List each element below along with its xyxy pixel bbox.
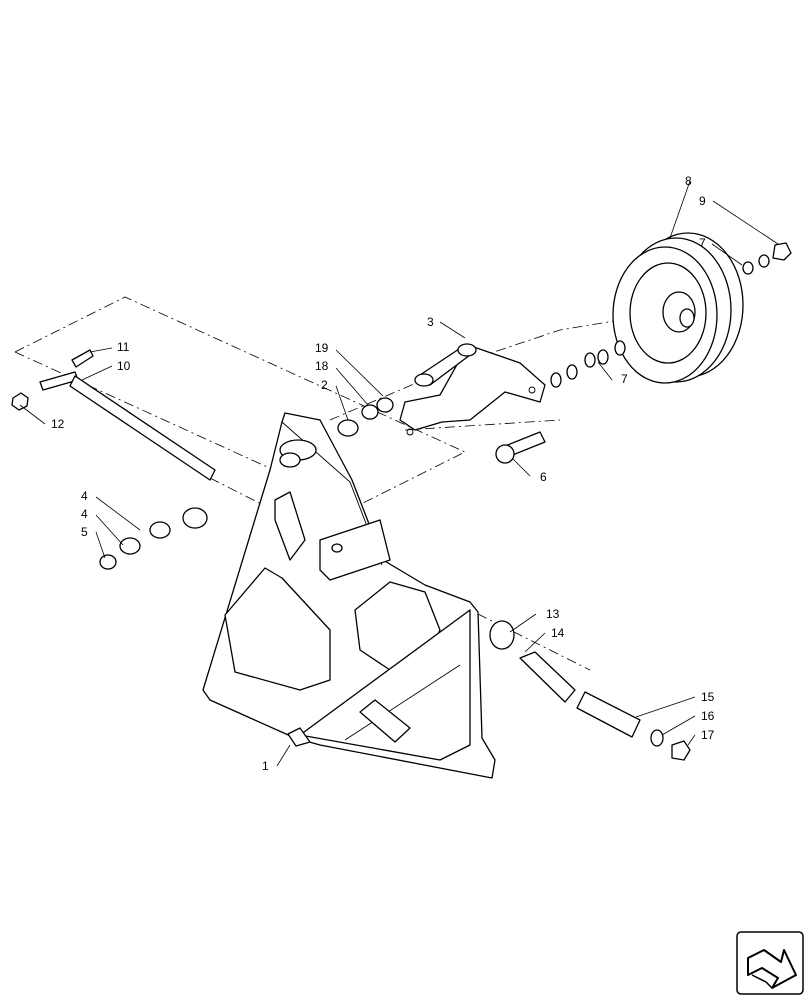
washer-9 [758, 254, 770, 268]
washer-7c [614, 340, 626, 356]
callout-19: 19 [315, 341, 329, 355]
spring-15 [576, 691, 641, 738]
callout-17: 17 [701, 728, 715, 742]
bracket-14 [519, 651, 576, 703]
callout-6: 6 [540, 470, 547, 484]
washer-18 [361, 404, 379, 420]
callout-5: 5 [81, 525, 88, 539]
callout-4b: 4 [81, 507, 88, 521]
tensioner-arm [399, 343, 546, 436]
rod-10 [69, 375, 216, 481]
callout-9: 9 [699, 194, 706, 208]
ring-5 [99, 554, 117, 570]
leader-lines [19, 180, 779, 767]
washer-7f [742, 261, 754, 275]
washer-4a [149, 521, 171, 539]
bushing-13 [489, 620, 515, 650]
callout-3: 3 [427, 315, 434, 329]
callout-15: 15 [701, 690, 715, 704]
hardware [11, 242, 792, 761]
washer-4b [119, 537, 141, 555]
nut-12 [11, 392, 29, 411]
callout-7a: 7 [621, 372, 628, 386]
washer-7d [566, 364, 578, 380]
callout-16: 16 [701, 709, 715, 723]
washer-7b [597, 349, 609, 365]
callout-7b: 7 [699, 236, 706, 250]
callout-13: 13 [546, 607, 560, 621]
bolt-6-head [495, 444, 515, 464]
next-page-button[interactable] [736, 931, 804, 995]
callout-11: 11 [117, 340, 130, 354]
callout-10: 10 [117, 359, 131, 373]
bushing-4 [182, 507, 208, 529]
idler-pulley [612, 232, 744, 384]
bolt-11 [71, 349, 94, 368]
callout-14: 14 [551, 626, 565, 640]
washer-19 [376, 397, 394, 413]
next-page-arrow-icon [747, 949, 797, 989]
callout-8: 8 [685, 174, 692, 188]
main-bracket [202, 412, 496, 779]
callout-12: 12 [51, 417, 65, 431]
nut-17 [671, 740, 691, 761]
callout-18: 18 [315, 359, 329, 373]
callout-4a: 4 [81, 489, 88, 503]
bushing-2 [337, 419, 359, 437]
washer-7e [550, 372, 562, 388]
washer-7a [584, 352, 596, 368]
callout-2: 2 [321, 378, 328, 392]
callout-labels: 1 2 3 4 4 5 6 7 7 8 9 10 11 12 13 14 15 … [51, 174, 715, 773]
callout-1: 1 [262, 759, 269, 773]
nut-9 [772, 242, 792, 261]
washer-16 [650, 729, 664, 747]
